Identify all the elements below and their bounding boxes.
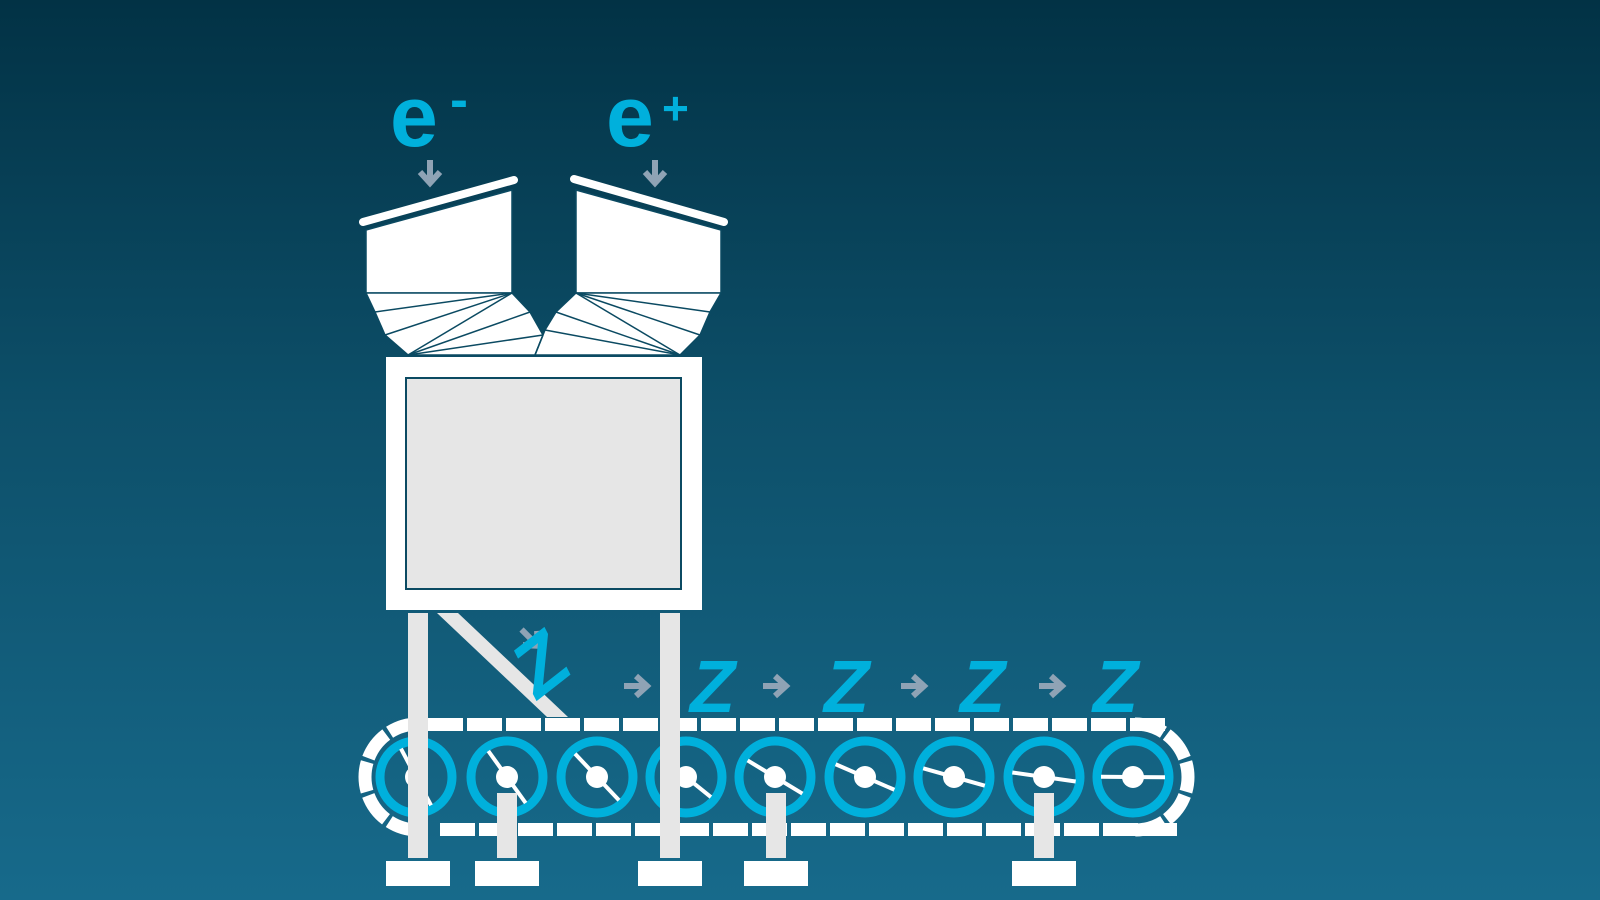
feet <box>386 861 1076 886</box>
belt-segment <box>947 823 982 836</box>
roller-rim <box>824 736 906 818</box>
chamber-window <box>405 377 682 590</box>
right-arrow-icon <box>763 676 786 696</box>
belt-segment <box>506 718 541 731</box>
belt-segment <box>467 718 502 731</box>
belt-segment <box>545 718 580 731</box>
conveyor-leg <box>1034 793 1054 858</box>
belt-end-left <box>358 717 419 837</box>
electron-charge: - <box>450 70 468 130</box>
conveyor-leg <box>497 793 517 858</box>
roller-hub <box>764 766 786 788</box>
right-arrow-icon <box>901 676 924 696</box>
chamber-leg-right <box>660 613 680 858</box>
z-boson: Z <box>688 645 738 728</box>
roller-rim <box>645 736 727 818</box>
belt-segment <box>1052 718 1087 731</box>
roller <box>556 736 638 818</box>
roller-rim <box>556 736 638 818</box>
belt-segment <box>701 718 736 731</box>
roller-hub <box>1122 766 1144 788</box>
belt-segment <box>869 823 904 836</box>
belt-end-right <box>1134 717 1195 837</box>
belt-segment <box>596 823 631 836</box>
roller-hub <box>496 766 518 788</box>
belt-segment <box>1103 823 1138 836</box>
roller-hub <box>1033 766 1055 788</box>
belt-segment <box>974 718 1009 731</box>
belt-segment <box>857 718 892 731</box>
roller-hub <box>675 766 697 788</box>
chamber-leg-left <box>408 613 428 858</box>
roller-hub <box>854 766 876 788</box>
electron-hopper <box>359 176 544 356</box>
z-boson: Z <box>1091 645 1141 728</box>
roller-rim <box>1092 736 1174 818</box>
roller-hub <box>943 766 965 788</box>
right-arrow-icon <box>1039 676 1062 696</box>
positron-hopper <box>533 175 728 356</box>
roller-rim <box>913 736 995 818</box>
positron-label: e <box>606 69 654 165</box>
roller <box>913 736 995 818</box>
belt-segment <box>713 823 748 836</box>
electron-label: e <box>390 69 438 165</box>
belt-segment <box>1013 718 1048 731</box>
z-boson: Z <box>822 645 872 728</box>
belt-segment <box>830 823 865 836</box>
belt-segment <box>779 718 814 731</box>
belt-segment <box>518 823 553 836</box>
right-arrow-icon <box>624 676 647 696</box>
belt-segment <box>740 718 775 731</box>
belt-segment <box>791 823 826 836</box>
belt-segment <box>1091 718 1126 731</box>
slide-chute <box>437 613 568 717</box>
belt-segment <box>674 823 709 836</box>
belt-segment <box>1064 823 1099 836</box>
belt-segment <box>935 718 970 731</box>
belt-segment <box>584 718 619 731</box>
positron-charge: + <box>662 82 689 134</box>
roller <box>1092 736 1174 818</box>
belt-segment <box>818 718 853 731</box>
z-boson: Z <box>958 645 1008 728</box>
belt-segment <box>896 718 931 731</box>
belt-segment <box>428 718 463 731</box>
belt-segment <box>440 823 475 836</box>
belt-segment <box>986 823 1021 836</box>
roller <box>824 736 906 818</box>
roller-hub <box>586 766 608 788</box>
belt-segment <box>557 823 592 836</box>
belt-segment <box>908 823 943 836</box>
belt-segment <box>623 718 658 731</box>
conveyor-leg <box>766 793 786 858</box>
